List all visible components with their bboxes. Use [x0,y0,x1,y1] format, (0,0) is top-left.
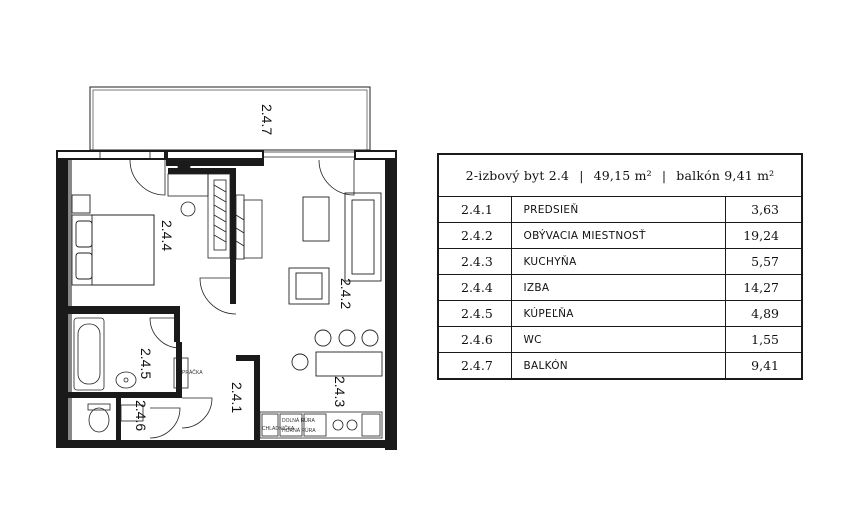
living-furniture [288,192,383,377]
table-row: 2.4.7 BALKÓN 9,41 [439,352,801,378]
table-row: 2.4.1 PREDSIEŇ 3,63 [439,197,801,223]
room-code: 2.4.1 [439,197,512,223]
balcony [89,86,371,151]
table-row: 2.4.2 OBÝVACIA MIESTNOSŤ 19,24 [439,222,801,249]
room-code: 2.4.7 [439,352,512,378]
apartment-title: 2-izbový byt 2.4 [465,168,570,183]
fridge-label: CHLADNIČKA [262,425,295,432]
room-label-living: 2.4.2 [338,278,354,309]
room-label-bathroom: 2.4.5 [138,348,154,379]
room-area: 9,41 [751,358,779,373]
room-area: 19,24 [725,222,801,249]
schedule-header: 2-izbový byt 2.4 | 49,15 m² | balkón 9,4… [439,155,801,197]
room-name: WC [511,326,726,353]
room-schedule: 2-izbový byt 2.4 | 49,15 m² | balkón 9,4… [437,153,803,380]
table-row: 2.4.6 WC 1,55 [439,326,801,353]
table-row: 2.4.3 KUCHYŇA 5,57 [439,248,801,275]
room-name: KUCHYŇA [511,248,726,275]
separator-1: | [579,168,584,183]
room-name: PREDSIEŇ [511,197,726,223]
table-row: 2.4.4 IZBA 14,27 [439,274,801,301]
room-area: 4,89 [725,300,801,327]
room-area: 3,63 [725,197,801,223]
room-label-bedroom: 2.4.4 [159,220,175,251]
room-label-wc: 2.4.6 [133,400,149,431]
bed [71,194,155,286]
room-label-kitchen: 2.4.3 [332,376,348,407]
balcony-area: balkón 9,41 m² [676,168,775,183]
room-area: 1,55 [725,326,801,353]
separator-2: | [661,168,667,183]
outer-walls [56,150,397,450]
room-name: IZBA [511,274,726,301]
apartment-area: 49,15 m² [593,168,652,183]
bathroom-fixtures [73,317,189,391]
kitchen-counter [259,411,383,439]
room-name: OBÝVACIA MIESTNOSŤ [511,222,726,249]
room-area: 14,27 [725,274,801,301]
room-code: 2.4.5 [439,300,512,327]
wardrobe [167,173,263,260]
table-row: 2.4.5 KÚPEĽŇA 4,89 [439,300,801,327]
oven-lower-label: DOLNÁ RÚRA [282,417,315,424]
room-label-hall: 2.4.1 [229,382,245,413]
room-code: 2.4.6 [439,326,512,353]
interior-walls [68,168,260,440]
floor-plan: DOLNÁ RÚRA HORNÁ RÚRA CHLADNIČKA PRÁČKA … [56,86,397,450]
room-area: 5,57 [725,248,801,275]
room-code: 2.4.3 [439,248,512,275]
room-table: 2.4.1 PREDSIEŇ 3,63 2.4.2 OBÝVACIA MIEST… [439,197,801,378]
room-code: 2.4.4 [439,274,512,301]
washer-label: PRÁČKA [182,369,203,376]
oven-upper-label: HORNÁ RÚRA [282,427,316,434]
room-label-balcony: 2.4.7 [259,104,275,135]
room-name: KÚPEĽŇA [511,300,726,327]
room-name: BALKÓN [511,352,726,378]
wc-fixtures [87,403,144,433]
room-code: 2.4.2 [439,222,512,249]
door-swings [129,159,355,439]
